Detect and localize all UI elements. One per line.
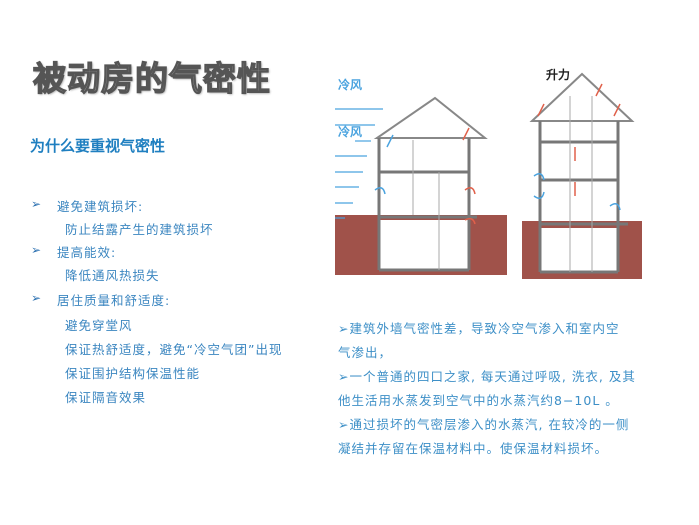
bullet-item: 保证热舒适度，避免“冷空气团”出现 bbox=[65, 342, 283, 357]
bullet-heading: 居住质量和舒适度: bbox=[57, 293, 171, 308]
cold-wind-label: 冷风 bbox=[338, 125, 363, 139]
note-line: 凝结并存留在保温材料中。使保温材料损坏。 bbox=[338, 441, 609, 456]
note-line: ➢通过损坏的气密层渗入的水蒸汽, 在较冷的一侧 bbox=[338, 417, 630, 432]
slide-title: 被动房的气密性 bbox=[32, 58, 271, 98]
cold-wind-label: 冷风 bbox=[338, 78, 363, 92]
bullet-marker: ➢ bbox=[31, 291, 42, 305]
note-line: 他生活用水蒸发到空气中的水蒸汽约8−10L 。 bbox=[338, 393, 619, 408]
bullet-item: 防止结露产生的建筑损坏 bbox=[65, 222, 214, 237]
house-diagram-cold-wind bbox=[335, 96, 507, 275]
house-diagram-stack-effect bbox=[522, 72, 642, 279]
note-line: ➢一个普通的四口之家, 每天通过呼吸, 洗衣, 及其 bbox=[338, 369, 636, 384]
bullet-heading: 提高能效: bbox=[57, 245, 117, 260]
note-line: 气渗出， bbox=[338, 345, 393, 360]
bullet-marker: ➢ bbox=[31, 197, 42, 211]
bullet-item: 保证围护结构保温性能 bbox=[65, 366, 201, 381]
section-heading: 为什么要重视气密性 bbox=[30, 137, 166, 155]
bullet-item: 降低通风热损失 bbox=[65, 268, 160, 283]
note-line: ➢建筑外墙气密性差，导致冷空气渗入和室内空 bbox=[338, 321, 620, 336]
bullet-marker: ➢ bbox=[31, 243, 42, 257]
bullet-heading: 避免建筑损坏: bbox=[57, 199, 144, 214]
lift-label: 升力 bbox=[546, 68, 571, 82]
bullet-item: 保证隔音效果 bbox=[65, 390, 147, 405]
bullet-item: 避免穿堂风 bbox=[65, 318, 133, 333]
